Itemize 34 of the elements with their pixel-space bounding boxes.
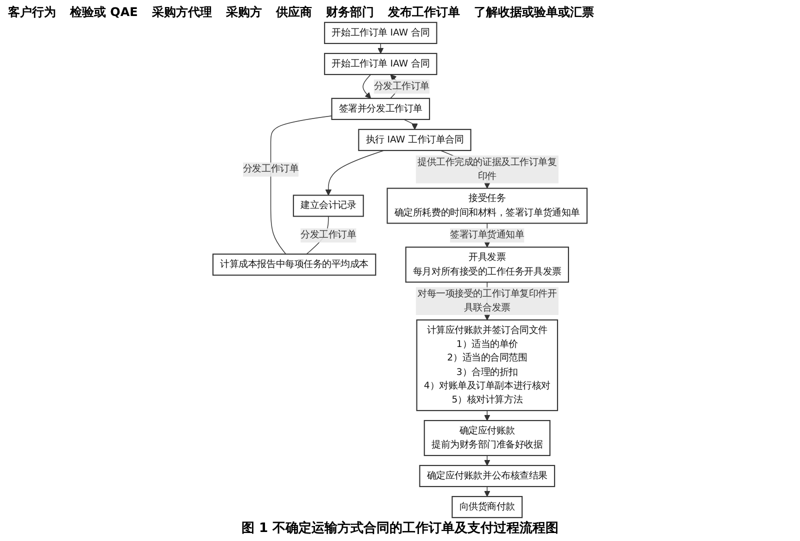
node-box: 开始工作订单 IAW 合同 xyxy=(324,22,438,44)
node-box: 确定应付账款并公布核查结果 xyxy=(419,464,556,488)
edge-label: 分发工作订单 xyxy=(374,80,430,92)
node-box: 接受任务 确定所耗费的时间和材料，签署订单货通知单 xyxy=(386,188,588,224)
column-header: 采购方 xyxy=(226,4,262,21)
arrow xyxy=(362,74,372,99)
column-header: 客户行为 xyxy=(8,4,56,21)
arrow xyxy=(325,150,384,196)
node-box: 计算应付账款并签订合同文件 1）适当的单价 2）适当的合同范围 3）合理的折扣 4）对账单及订单副本进行核对 5）核对计算方法 xyxy=(416,319,558,412)
column-header: 了解收据或验单或汇票 xyxy=(474,4,594,21)
node-box: 执行 IAW 工作订单合同 xyxy=(358,128,472,152)
arrow xyxy=(484,455,490,466)
column-header: 财务部门 xyxy=(326,4,374,21)
column-header: 采购方代理 xyxy=(152,4,212,21)
edge-label: 对每一项接受的工作订单复印件开具联合发票 xyxy=(418,288,557,314)
column-header: 检验或 QAE xyxy=(70,4,138,21)
figure-caption: 图 1 不确定运输方式合同的工作订单及支付过程流程图 xyxy=(240,520,560,537)
arrow xyxy=(403,119,418,130)
node-box: 向供货商付款 xyxy=(452,496,523,518)
edge-label: 分发工作订单 xyxy=(242,164,299,175)
edge-label: 分发工作订单 xyxy=(300,230,356,240)
arrow xyxy=(484,486,490,497)
node-box: 开始工作订单 IAW 合同 xyxy=(324,52,438,76)
node-box: 签署并分发工作订单 xyxy=(331,98,430,120)
edge-label: 签署订单货通知单 xyxy=(450,230,524,240)
node-box: 开具发票 每月对所有接受的工作任务开具发票 xyxy=(405,246,570,283)
node-box: 计算成本报告中每项任务的平均成本 xyxy=(212,254,376,276)
arrow xyxy=(484,410,490,421)
node-box: 确定应付账款 提前为财务部门准备好收据 xyxy=(424,420,550,456)
node-box: 建立会计记录 xyxy=(292,194,364,217)
column-header: 供应商 xyxy=(276,4,312,21)
arrow xyxy=(378,43,384,54)
edge-label: 提供工作完成的证据及工作订单复印件 xyxy=(418,156,557,182)
column-header: 发布工作订单 xyxy=(388,4,460,21)
